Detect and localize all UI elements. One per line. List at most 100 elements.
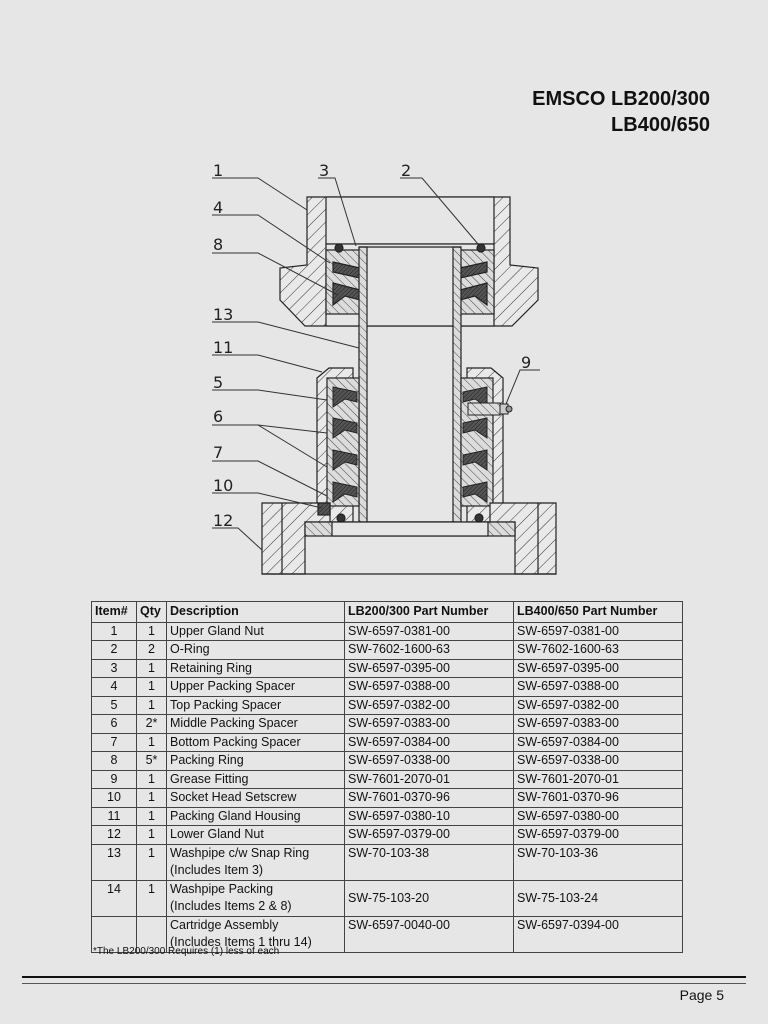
- cell-item: 13: [91, 843, 137, 881]
- cell-item: 7: [91, 732, 137, 752]
- description-line: Middle Packing Spacer: [170, 716, 298, 730]
- description-line: Upper Gland Nut: [170, 623, 264, 638]
- cell-item: 6: [91, 714, 137, 734]
- cell-description: Washpipe Packing(Includes Items 2 & 8): [166, 879, 345, 917]
- cell-item: 12: [91, 825, 137, 845]
- cell-lb200-part: SW-6597-0384-00: [344, 732, 514, 752]
- cell-qty: 1: [136, 788, 167, 808]
- cell-description: Packing Ring: [166, 751, 345, 771]
- cell-lb200-part: SW-6597-0382-00: [344, 695, 514, 715]
- cell-qty: 5*: [136, 751, 167, 771]
- page-number: Page 5: [679, 987, 724, 1003]
- description-line: Upper Packing Spacer: [170, 679, 296, 693]
- description-line: Washpipe c/w Snap Ring: [170, 845, 310, 860]
- cell-description: Socket Head Setscrew: [166, 788, 345, 808]
- table-row: Cartridge Assembly(Includes Items 1 thru…: [91, 915, 683, 953]
- upper-gland-nut: [279, 196, 539, 327]
- cell-lb400-part: SW-6597-0382-00: [513, 695, 683, 715]
- description-line: Washpipe Packing: [170, 881, 274, 896]
- callout-13: 13: [213, 305, 233, 324]
- cell-description: Bottom Packing Spacer: [166, 732, 345, 752]
- cell-lb400-part: SW-6597-0380-00: [513, 806, 683, 826]
- footnote: *The LB200/300 Requires (1) less of each: [93, 946, 280, 957]
- cell-lb400-part: SW-75-103-24: [513, 879, 683, 917]
- callout-2: 2: [401, 161, 411, 180]
- cell-description: Cartridge Assembly(Includes Items 1 thru…: [166, 915, 345, 953]
- cell-description: O-Ring: [166, 640, 345, 660]
- callout-7: 7: [213, 443, 223, 462]
- cell-lb200-part: SW-6597-0395-00: [344, 658, 514, 678]
- cell-description: Grease Fitting: [166, 769, 345, 789]
- cell-qty: 1: [136, 732, 167, 752]
- callout-4: 4: [213, 198, 223, 217]
- description-line: Packing Gland Housing: [170, 808, 301, 823]
- cell-lb400-part: SW-6597-0379-00: [513, 825, 683, 845]
- cell-lb200-part: SW-6597-0040-00: [344, 915, 514, 953]
- footer-rule: [22, 976, 746, 978]
- cell-description: Lower Gland Nut: [166, 825, 345, 845]
- description-line: Packing Ring: [170, 753, 244, 767]
- cell-qty: 1: [136, 843, 167, 881]
- parts-table: Item# Qty Description LB200/300 Part Num…: [91, 601, 683, 953]
- callout-8: 8: [213, 235, 223, 254]
- document-title: EMSCO LB200/300 LB400/650: [532, 86, 710, 138]
- cell-lb200-part: SW-7602-1600-63: [344, 640, 514, 660]
- description-line: O-Ring: [170, 642, 210, 656]
- cell-qty: 1: [136, 695, 167, 715]
- cell-lb400-part: SW-6597-0383-00: [513, 714, 683, 734]
- cell-qty: 1: [136, 677, 167, 697]
- cell-item: 1: [91, 621, 137, 641]
- cell-lb400-part: SW-6597-0384-00: [513, 732, 683, 752]
- assembly-cross-section-diagram: 1 3 2 4 8 13 11 5 6 7 10 12 9: [212, 161, 557, 575]
- description-line: Lower Gland Nut: [170, 827, 264, 841]
- header-description: Description: [166, 601, 345, 623]
- description-line: Socket Head Setscrew: [170, 790, 297, 804]
- cell-item: 2: [91, 640, 137, 660]
- cell-lb400-part: SW-7601-2070-01: [513, 769, 683, 789]
- cell-item: 3: [91, 658, 137, 678]
- cell-lb400-part: SW-70-103-36: [513, 843, 683, 881]
- cell-qty: 1: [136, 658, 167, 678]
- cell-description: Washpipe c/w Snap Ring(Includes Item 3): [166, 843, 345, 881]
- header-lb200-part: LB200/300 Part Number: [344, 601, 514, 623]
- cell-lb200-part: SW-70-103-38: [344, 843, 514, 881]
- cell-lb400-part: SW-6597-0388-00: [513, 677, 683, 697]
- cell-description: Top Packing Spacer: [166, 695, 345, 715]
- cell-qty: 1: [136, 769, 167, 789]
- cell-qty: 2*: [136, 714, 167, 734]
- table-header-row: Item# Qty Description LB200/300 Part Num…: [91, 601, 683, 623]
- callout-10: 10: [213, 476, 233, 495]
- cell-item: 9: [91, 769, 137, 789]
- description-line: Cartridge Assembly: [170, 917, 279, 932]
- cell-qty: 1: [136, 806, 167, 826]
- cell-lb200-part: SW-6597-0380-10: [344, 806, 514, 826]
- cell-lb200-part: SW-7601-0370-96: [344, 788, 514, 808]
- header-item: Item#: [91, 601, 137, 623]
- cell-qty: 1: [136, 825, 167, 845]
- description-line: Retaining Ring: [170, 660, 252, 675]
- cell-item: 14: [91, 879, 137, 917]
- footer-rule-thin: [22, 983, 746, 984]
- cell-description: Upper Packing Spacer: [166, 677, 345, 697]
- callout-3: 3: [319, 161, 329, 180]
- cell-lb400-part: SW-7601-0370-96: [513, 788, 683, 808]
- cell-item: 8: [91, 751, 137, 771]
- cell-lb400-part: SW-6597-0395-00: [513, 658, 683, 678]
- cell-description: Retaining Ring: [166, 658, 345, 678]
- callout-1: 1: [213, 161, 223, 180]
- cell-qty: 2: [136, 640, 167, 660]
- cell-qty: 1: [136, 879, 167, 917]
- callout-12: 12: [213, 511, 233, 530]
- cell-item: 10: [91, 788, 137, 808]
